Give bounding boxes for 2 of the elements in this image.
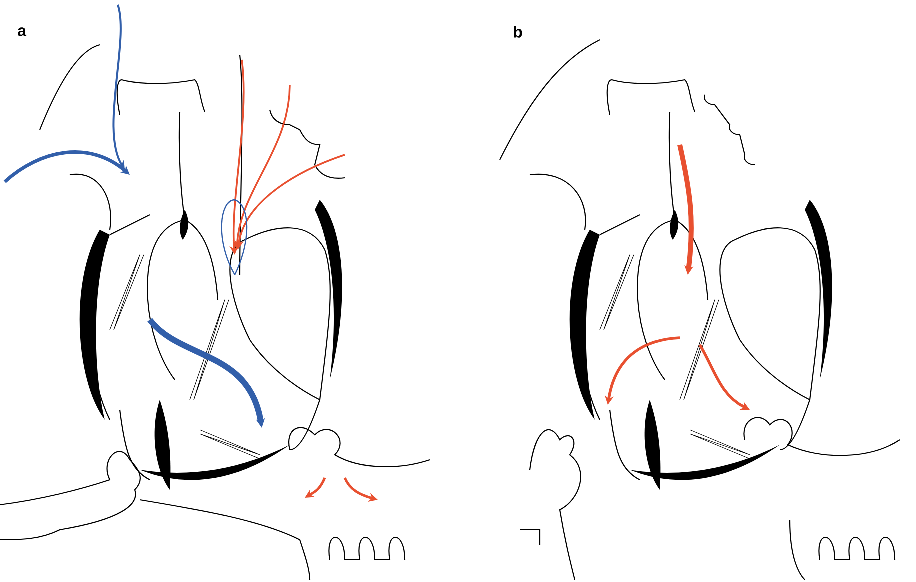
panel-label: a <box>18 28 27 36</box>
panel-label: b <box>514 26 522 38</box>
